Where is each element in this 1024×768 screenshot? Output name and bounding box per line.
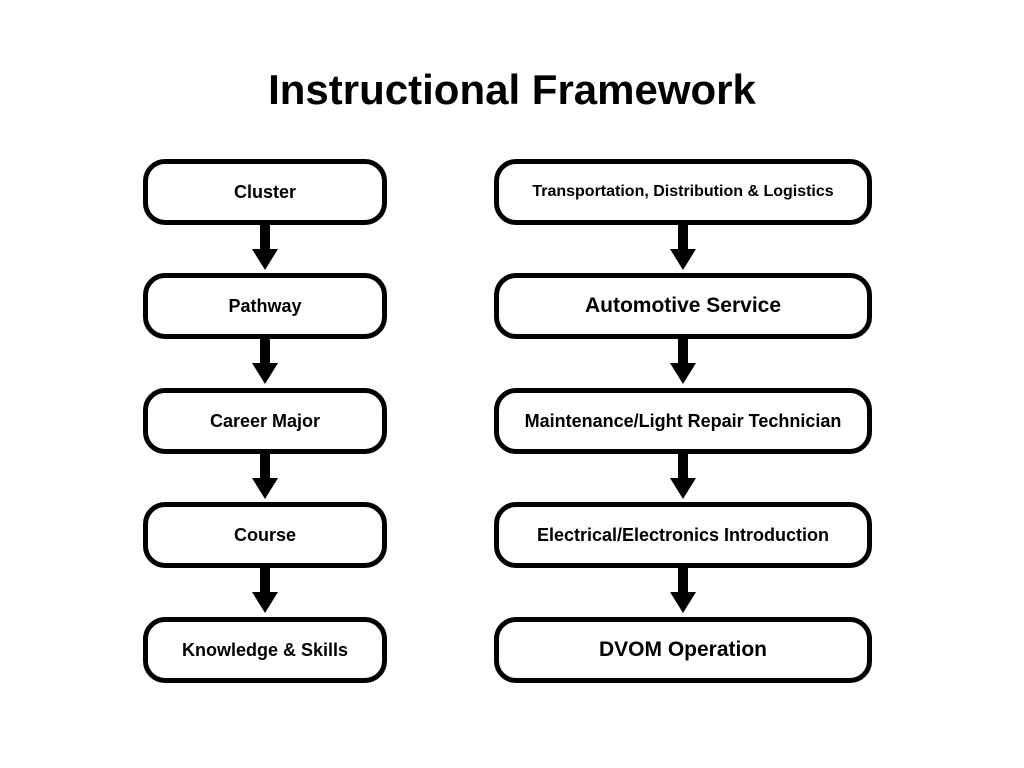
level-label: Pathway bbox=[228, 295, 302, 316]
example-box-knowledge-skills: DVOM Operation bbox=[494, 617, 872, 683]
level-label: Career Major bbox=[209, 410, 321, 431]
example-box-pathway: Automotive Service bbox=[494, 273, 872, 339]
level-box-pathway: Pathway bbox=[143, 273, 387, 339]
example-box-course: Electrical/Electronics Introduction bbox=[494, 502, 872, 568]
down-arrow-icon bbox=[670, 568, 696, 616]
down-arrow-icon bbox=[252, 225, 278, 273]
example-label: Automotive Service bbox=[584, 294, 782, 317]
example-label: Electrical/Electronics Introduction bbox=[536, 524, 830, 545]
level-box-career-major: Career Major bbox=[143, 388, 387, 454]
example-label: Maintenance/Light Repair Technician bbox=[524, 410, 842, 431]
down-arrow-icon bbox=[252, 454, 278, 502]
example-label: Transportation, Distribution & Logistics bbox=[532, 183, 834, 200]
level-label: Knowledge & Skills bbox=[181, 639, 349, 660]
diagram-title: Instructional Framework bbox=[268, 66, 756, 113]
example-box-career-major: Maintenance/Light Repair Technician bbox=[494, 388, 872, 454]
down-arrow-icon bbox=[252, 568, 278, 616]
down-arrow-icon bbox=[670, 454, 696, 502]
level-box-course: Course bbox=[143, 502, 387, 568]
down-arrow-icon bbox=[670, 339, 696, 387]
example-box-cluster: Transportation, Distribution & Logistics bbox=[494, 159, 872, 225]
down-arrow-icon bbox=[252, 339, 278, 387]
level-box-knowledge-skills: Knowledge & Skills bbox=[143, 617, 387, 683]
level-label: Course bbox=[233, 524, 296, 545]
level-box-cluster: Cluster bbox=[143, 159, 387, 225]
down-arrow-icon bbox=[670, 225, 696, 273]
level-label: Cluster bbox=[233, 181, 296, 202]
example-label: DVOM Operation bbox=[598, 638, 767, 661]
